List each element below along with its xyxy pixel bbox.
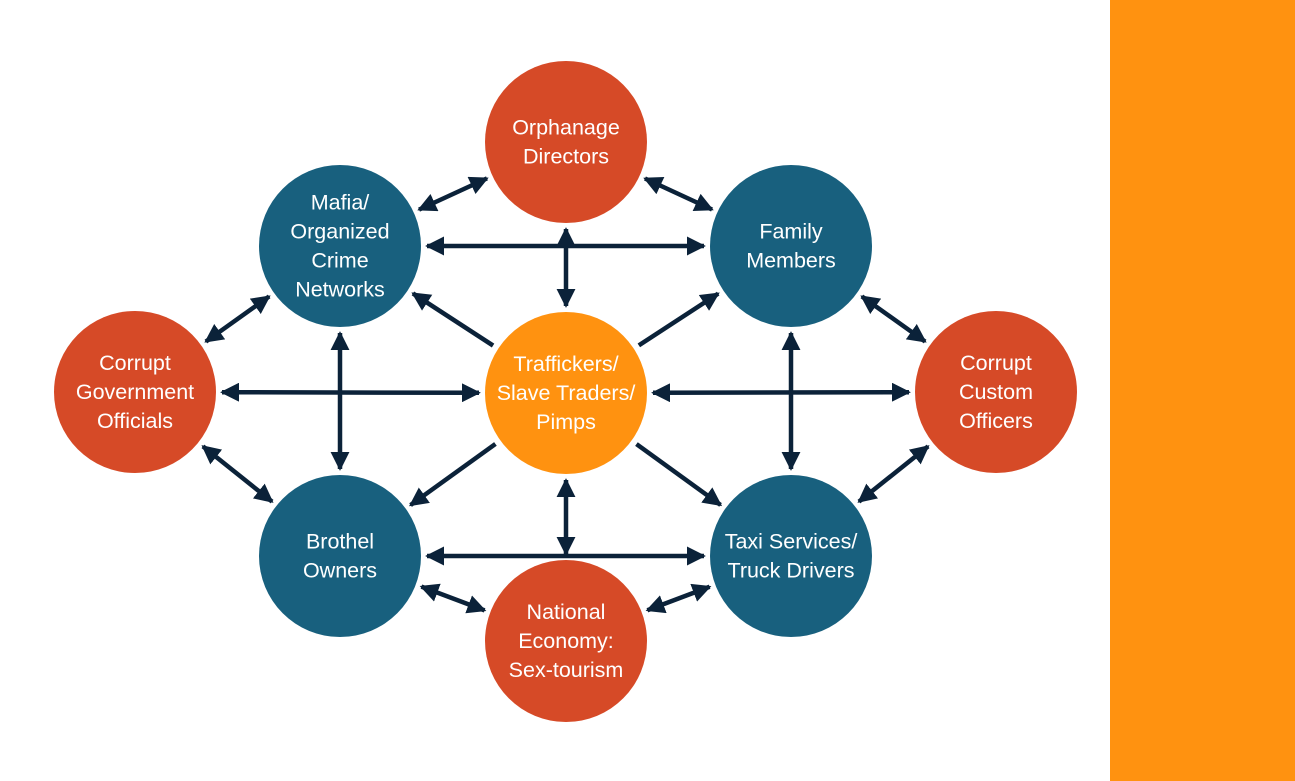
node-national-economy-label-line: Sex-tourism	[509, 658, 624, 682]
arrow-center-to-mafia	[411, 291, 495, 348]
arrow-govt-to-mafia	[204, 294, 271, 344]
edges-layer	[201, 176, 930, 614]
arrow-brothel-to-economy	[419, 583, 487, 614]
node-mafia-label-line: Crime	[311, 249, 368, 273]
arrow-govt-to-brothel	[201, 444, 274, 504]
arrow-orphanage-to-family	[643, 176, 714, 212]
arrow-center-to-customs	[651, 382, 911, 403]
trafficking-network-diagram: OrphanageDirectorsMafia/OrganizedCrimeNe…	[54, 61, 1077, 722]
node-mafia-label-line: Organized	[290, 220, 389, 244]
arrow-customs-to-taxi	[857, 444, 930, 504]
arrow-center-to-family	[637, 291, 720, 348]
node-orphanage-directors-label-line: Orphanage	[512, 116, 620, 140]
node-brothel-owners-circle	[259, 475, 421, 637]
node-traffickers: Traffickers/Slave Traders/Pimps	[485, 312, 647, 474]
node-corrupt-custom-officers-label-line: Corrupt	[960, 351, 1032, 375]
node-traffickers-label-line: Slave Traders/	[497, 381, 636, 405]
node-corrupt-government-officials-circle	[54, 311, 216, 473]
node-taxi-truck-drivers-label-line: Truck Drivers	[727, 559, 854, 583]
node-family-members-circle	[710, 165, 872, 327]
node-corrupt-custom-officers-label-line: Officers	[959, 409, 1033, 433]
node-corrupt-government-officials-label-line: Government	[76, 380, 194, 404]
node-mafia-circle	[259, 165, 421, 327]
node-taxi-truck-drivers: Taxi Services/Truck Drivers	[710, 475, 872, 637]
arrow-mafia-to-orphanage	[417, 176, 489, 212]
arrow-family-to-customs	[860, 294, 927, 344]
node-national-economy-label-line: Economy:	[518, 629, 614, 653]
node-traffickers-label-line: Traffickers/	[513, 352, 618, 376]
arrow-govt-to-center	[220, 382, 481, 403]
node-brothel-owners-label-line: Brothel	[306, 530, 374, 554]
node-national-economy-circle	[485, 560, 647, 722]
node-corrupt-government-officials-label-line: Corrupt	[99, 351, 171, 375]
node-taxi-truck-drivers-circle	[710, 475, 872, 637]
node-taxi-truck-drivers-label-line: Taxi Services/	[725, 530, 858, 554]
arrow-center-to-brothel	[409, 442, 497, 507]
node-brothel-owners-label-line: Owners	[303, 559, 377, 583]
node-mafia-label-line: Networks	[295, 278, 385, 302]
node-mafia-label-line: Mafia/	[311, 191, 370, 215]
node-corrupt-custom-officers-circle	[915, 311, 1077, 473]
node-family-members-label-line: Members	[746, 249, 836, 273]
node-traffickers-circle	[485, 312, 647, 474]
arrow-economy-to-taxi	[645, 583, 712, 614]
arrow-center-to-taxi	[635, 442, 723, 507]
accent-side-panel	[1110, 0, 1295, 781]
node-orphanage-directors-label-line: Directors	[523, 145, 609, 169]
node-orphanage-directors-circle	[485, 61, 647, 223]
node-national-economy-label-line: National	[527, 600, 606, 624]
node-corrupt-government-officials-label-line: Officials	[97, 409, 173, 433]
node-family-members-label-line: Family	[759, 220, 823, 244]
node-corrupt-custom-officers-label-line: Custom	[959, 380, 1033, 404]
node-traffickers-label-line: Pimps	[536, 410, 596, 434]
nodes-layer: OrphanageDirectorsMafia/OrganizedCrimeNe…	[54, 61, 1077, 722]
